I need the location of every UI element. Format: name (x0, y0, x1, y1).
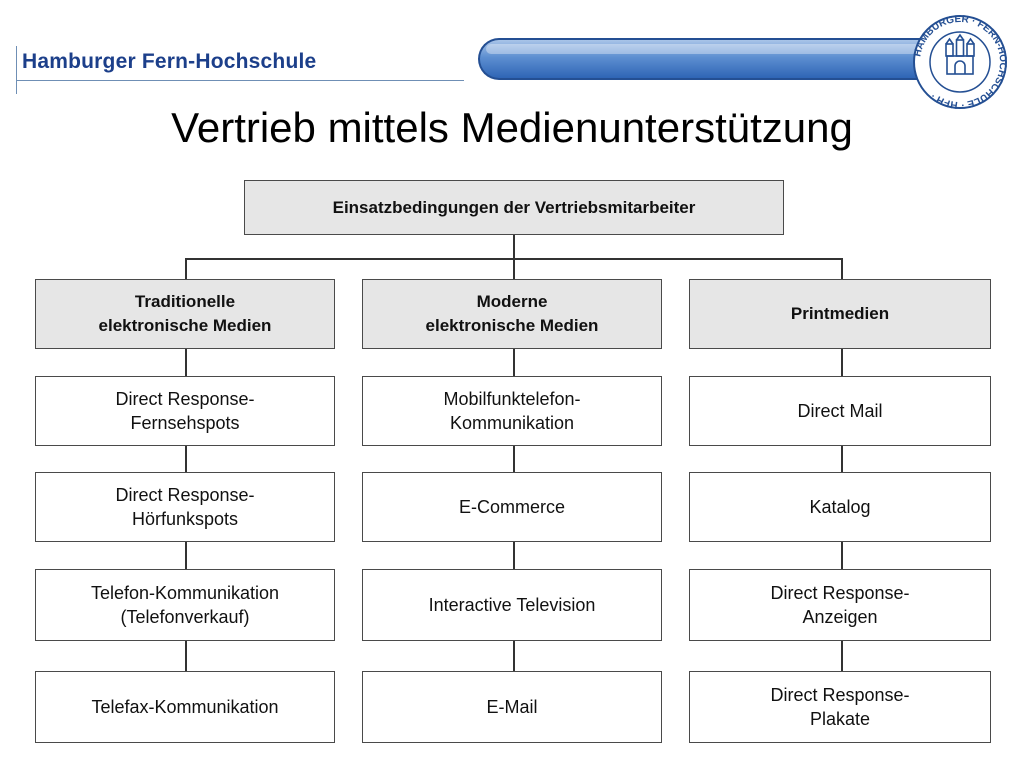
media-item: Direct Response- Anzeigen (689, 569, 991, 641)
header-decorative-bar (478, 38, 930, 80)
connector (513, 349, 515, 376)
root-node: Einsatzbedingungen der Vertriebsmitarbei… (244, 180, 784, 235)
media-item: E-Commerce (362, 472, 662, 542)
root-connector (513, 235, 515, 259)
media-item: Direct Response- Plakate (689, 671, 991, 743)
branch-drop-center (513, 258, 515, 279)
connector (185, 542, 187, 569)
connector (513, 446, 515, 472)
connector (513, 641, 515, 671)
page-title: Vertrieb mittels Medienunterstützung (171, 104, 853, 151)
media-item: E-Mail (362, 671, 662, 743)
header-divider-vertical (16, 46, 17, 94)
media-item: Mobilfunktelefon- Kommunikation (362, 376, 662, 446)
branch-drop-right (841, 258, 843, 279)
connector (841, 446, 843, 472)
institution-name: Hamburger Fern-Hochschule (22, 50, 317, 73)
media-item: Telefon-Kommunikation (Telefonverkauf) (35, 569, 335, 641)
university-seal-logo: HAMBURGER · FERN-HOCHSCHULE · HFH · (912, 14, 1008, 110)
connector (841, 542, 843, 569)
branch-drop-left (185, 258, 187, 279)
column-heading: Printmedien (689, 279, 991, 349)
media-item: Interactive Television (362, 569, 662, 641)
header-divider-horizontal (16, 80, 464, 81)
media-item: Katalog (689, 472, 991, 542)
media-item: Telefax-Kommunikation (35, 671, 335, 743)
media-item: Direct Response- Fernsehspots (35, 376, 335, 446)
column-heading: Traditionelle elektronische Medien (35, 279, 335, 349)
connector (513, 542, 515, 569)
connector (185, 641, 187, 671)
connector (185, 349, 187, 376)
media-item: Direct Mail (689, 376, 991, 446)
connector (185, 446, 187, 472)
connector (841, 349, 843, 376)
media-item: Direct Response- Hörfunkspots (35, 472, 335, 542)
connector (841, 641, 843, 671)
column-heading: Moderne elektronische Medien (362, 279, 662, 349)
